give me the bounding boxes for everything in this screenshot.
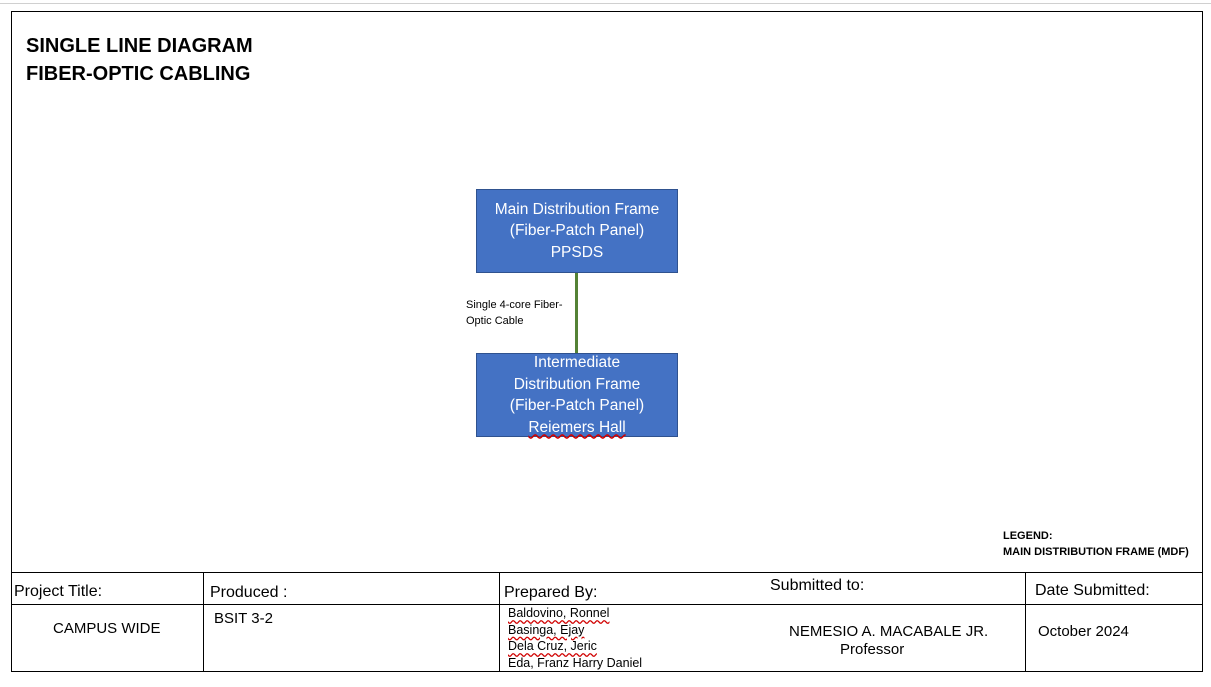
preparer-name-1: Baldovino, Ronnel (508, 606, 610, 620)
prepared-by-label: Prepared By: (504, 584, 598, 601)
prepared-by-names: Baldovino, Ronnel Basinga, Ejay Dela Cru… (508, 605, 642, 671)
preparer-name-2: Basinga, Ejay (508, 622, 585, 637)
title-block-divider-3 (1025, 572, 1026, 672)
mdf-label-line-3: PPSDS (550, 243, 604, 261)
title-block-divider-1 (203, 572, 204, 672)
mdf-box: Main Distribution Frame (Fiber-Patch Pan… (476, 189, 678, 273)
produced-label: Produced : (210, 584, 288, 601)
project-title-value: CAMPUS WIDE (53, 620, 161, 637)
mdf-label-line-2: (Fiber-Patch Panel) (509, 222, 645, 240)
legend-heading: LEGEND: (1003, 530, 1053, 542)
page-top-rule (0, 3, 1211, 4)
title-block-top-rule (11, 572, 1203, 573)
idf-label-line-4: Reiemers Hall (528, 418, 626, 436)
title-block-divider-2 (499, 572, 500, 672)
submitted-to-name: NEMESIO A. MACABALE JR. (789, 623, 989, 640)
fiber-cable-line (575, 273, 578, 353)
idf-label-line-2: Distribution Frame (513, 375, 641, 393)
project-title-label: Project Title: (14, 583, 103, 600)
preparer-name-4: Eda, Franz Harry Daniel (508, 655, 643, 670)
cable-label: Single 4-core Fiber- Optic Cable (466, 297, 576, 329)
idf-box: Intermediate Distribution Frame (Fiber-P… (476, 353, 678, 437)
cable-label-line-2: Optic Cable (466, 315, 524, 327)
date-submitted-label: Date Submitted: (1035, 582, 1150, 599)
drawing-frame (11, 11, 1203, 672)
title-block-header-rule (11, 604, 1203, 605)
submitted-to-role: Professor (840, 641, 905, 658)
legend-item: MAIN DISTRIBUTION FRAME (MDF) (1003, 546, 1189, 558)
cable-label-line-1: Single 4-core Fiber- (466, 299, 563, 311)
date-submitted-value: October 2024 (1038, 623, 1129, 640)
preparer-name-3: Dela Cruz, Jeric (508, 639, 597, 653)
submitted-to-label: Submitted to: (770, 577, 865, 594)
idf-label-line-1: Intermediate (533, 354, 621, 371)
mdf-label-line-1: Main Distribution Frame (494, 200, 660, 218)
legend: LEGEND: MAIN DISTRIBUTION FRAME (MDF) (1003, 528, 1189, 560)
diagram-title-line-2: FIBER-OPTIC CABLING (26, 63, 251, 85)
diagram-title-line-1: SINGLE LINE DIAGRAM (26, 35, 253, 57)
produced-value: BSIT 3-2 (214, 610, 273, 627)
idf-label-line-3: (Fiber-Patch Panel) (509, 397, 645, 414)
